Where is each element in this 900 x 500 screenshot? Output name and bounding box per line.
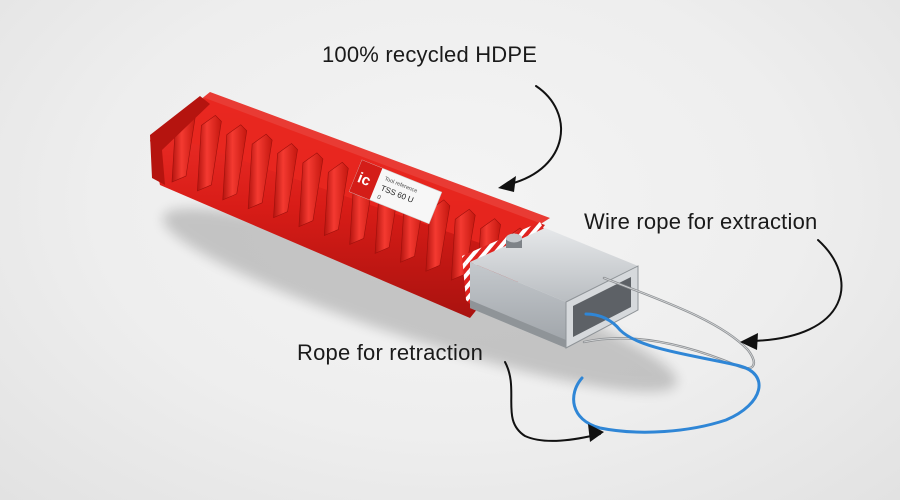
annotation-material: 100% recycled HDPE: [322, 42, 538, 67]
housing-rib: [247, 133, 273, 210]
label-line3: 0: [376, 195, 382, 202]
annotation-arrows: [504, 85, 843, 442]
housing-rib: [425, 199, 451, 272]
annotation-retraction-rope: Rope for retraction: [297, 340, 483, 365]
arrowhead-wire-rope: [740, 333, 758, 350]
steel-channel: [470, 228, 639, 349]
annotation-wire-rope: Wire rope for extraction: [584, 209, 818, 234]
housing-rib: [197, 114, 222, 192]
steel-pin-top: [506, 233, 522, 243]
arrowhead-rope: [588, 424, 604, 442]
housing-rib: [273, 143, 298, 219]
arrowhead-material: [498, 176, 516, 192]
arrow-rope: [504, 361, 601, 442]
wire-rope-highlight: [583, 277, 755, 369]
label-logo: ic: [355, 169, 373, 189]
housing-end-cap: [150, 96, 210, 185]
retraction-rope: [572, 312, 761, 434]
housing-top-face: [160, 92, 550, 250]
ground-shadow: [162, 208, 678, 392]
housing-rib: [222, 124, 248, 201]
arrow-heads: [498, 176, 758, 442]
label-logo-block: [349, 160, 383, 200]
product-label: ic Tool reference TSS 60 U 0: [348, 159, 443, 225]
housing-rib: [323, 161, 349, 237]
arrow-material: [509, 85, 562, 185]
arrow-wire-rope: [751, 239, 843, 342]
steel-side-face: [470, 262, 566, 348]
housing-rib: [298, 152, 324, 228]
steel-lower-rail: [470, 300, 566, 348]
steel-pin-body: [506, 240, 522, 248]
housing-rib: [450, 208, 476, 281]
steel-end-opening: [573, 277, 631, 337]
